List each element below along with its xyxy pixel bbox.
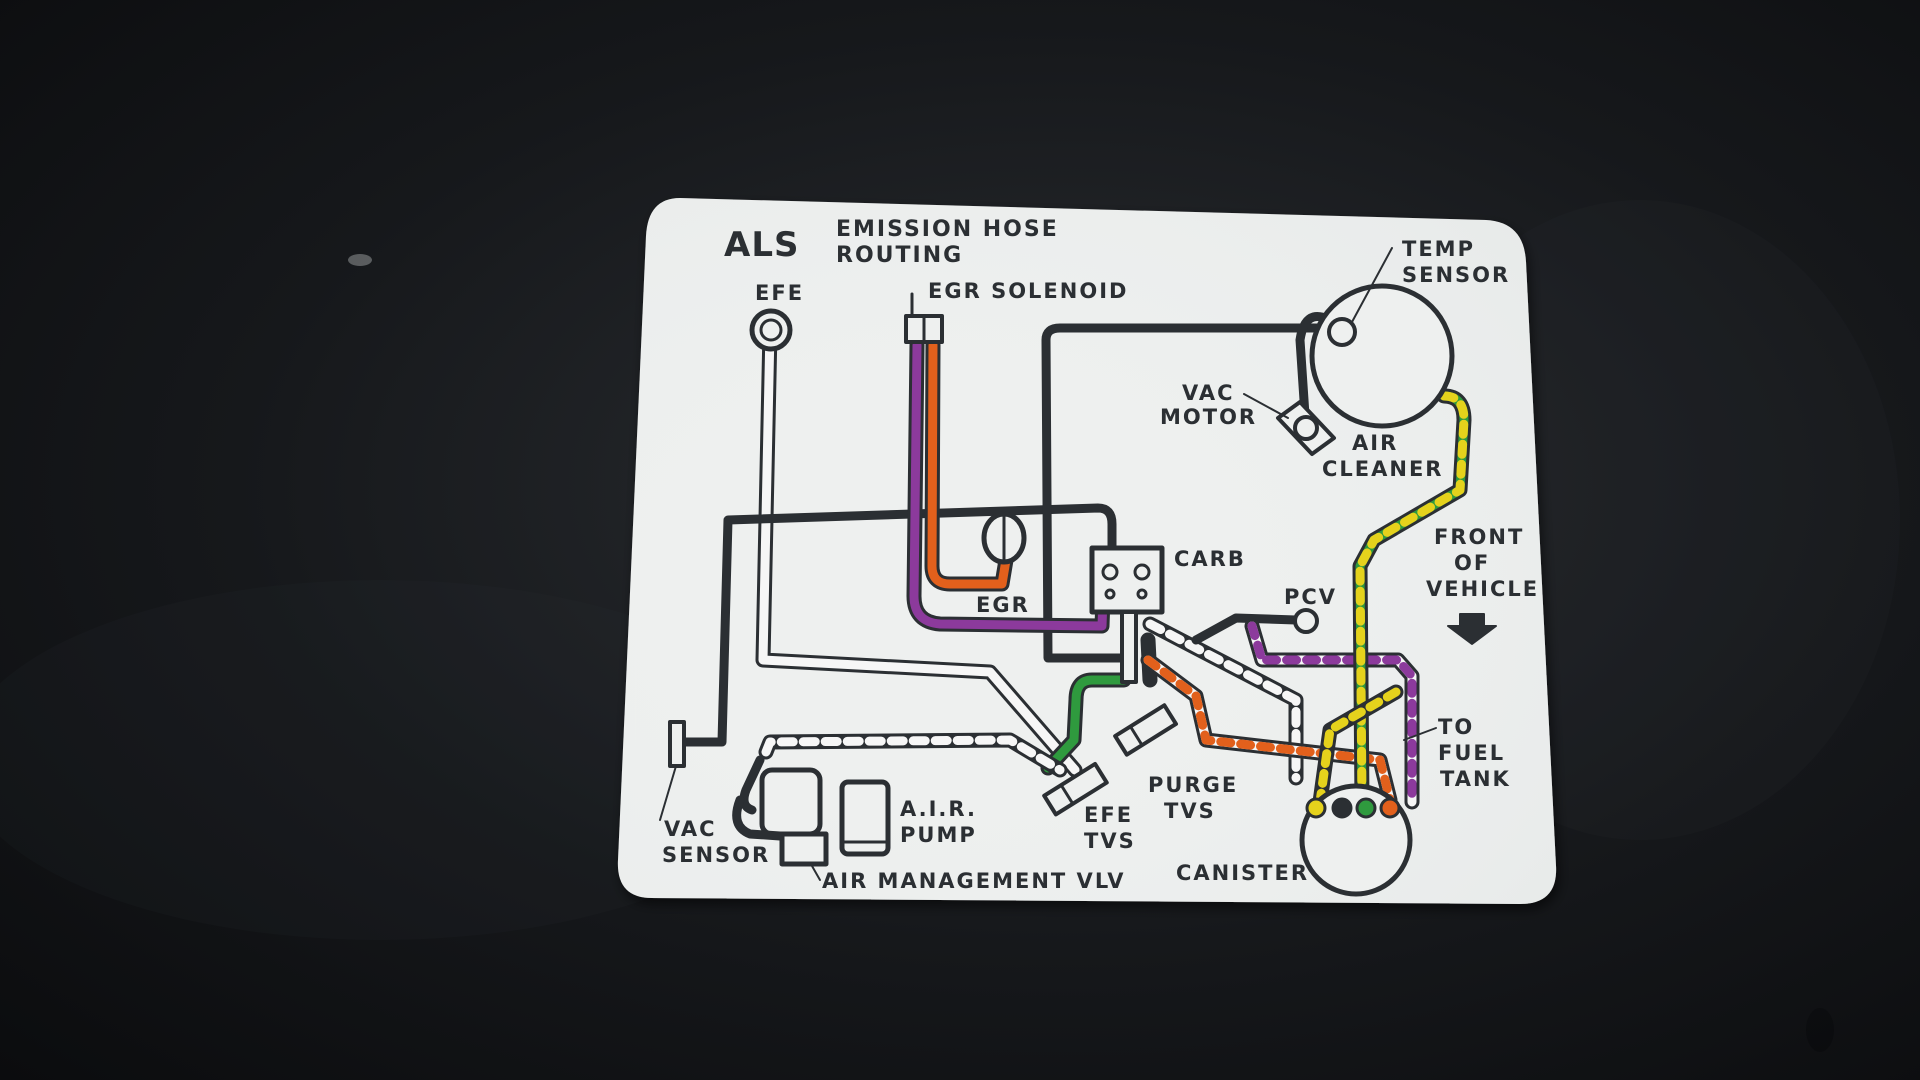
canister-label: CANISTER (1176, 861, 1309, 885)
efe-label: EFE (755, 281, 804, 305)
front-label-2: OF (1454, 551, 1490, 575)
to-fuel-tank-label-3: TANK (1440, 767, 1511, 791)
efe-tvs-label-1: EFE (1084, 803, 1133, 827)
front-label-1: FRONT (1434, 525, 1524, 549)
egr-label: EGR (976, 593, 1030, 617)
title-line-2: ROUTING (836, 243, 963, 268)
canister-port-green (1355, 797, 1377, 819)
title-line-1: EMISSION HOSE (836, 217, 1059, 242)
egr-orange-hose (924, 337, 1014, 592)
temp-sensor-icon (1327, 317, 1357, 347)
carb-label: CARB (1174, 547, 1246, 571)
yellow-green-hose (1352, 388, 1472, 810)
efe-hose (755, 322, 1083, 778)
temp-sensor-label-2: SENSOR (1402, 263, 1510, 287)
egr-solenoid-label: EGR SOLENOID (928, 279, 1128, 303)
front-arrow-icon (1447, 613, 1497, 645)
vac-sensor-hose (675, 503, 1117, 747)
front-label-3: VEHICLE (1426, 577, 1539, 601)
yellow-hose (1312, 684, 1404, 810)
hose-diagram (659, 247, 1497, 897)
vac-sensor-label-2: SENSOR (662, 843, 770, 867)
pcv-label: PCV (1284, 585, 1337, 609)
efe-tvs-icon (1042, 761, 1109, 817)
label-code: ALS (724, 225, 799, 265)
air-management-valve-icon (759, 767, 823, 837)
purge-hose (1140, 652, 1398, 808)
efe-tvs-label-2: TVS (1084, 829, 1136, 853)
air-cleaner-icon (1309, 283, 1455, 429)
vac-sensor-label-1: VAC (664, 817, 717, 841)
carb-temp-hose (1041, 323, 1327, 663)
canister-port-yellow (1305, 797, 1327, 819)
air-management-vlv-label: AIR MANAGEMENT VLV (822, 869, 1126, 893)
air-pump-label-1: A.I.R. (900, 797, 977, 821)
temp-sensor-label-1: TEMP (1402, 237, 1475, 261)
label-text: ALS EMISSION HOSE ROUTING EFE EGR SOLENO… (662, 217, 1539, 893)
pcv-hose (1191, 613, 1301, 645)
to-fuel-tank-label-1: TO (1438, 715, 1474, 739)
purge-tvs-label-2: TVS (1164, 799, 1216, 823)
canister-port-orange (1379, 797, 1401, 819)
egr-purple-hose (906, 337, 1112, 634)
canister-port-black (1331, 797, 1353, 819)
vac-motor-label-1: VAC (1182, 381, 1235, 405)
vac-sensor-icon (668, 720, 686, 768)
air-pump-icon (839, 779, 891, 857)
green-hose (1040, 672, 1132, 776)
pcv-valve-icon (1293, 608, 1319, 634)
carburetor-icon (1089, 545, 1165, 615)
purge-tvs-icon (1113, 703, 1178, 757)
vac-motor-label-2: MOTOR (1160, 405, 1257, 429)
to-fuel-tank-label-2: FUEL (1438, 741, 1505, 765)
air-pump-label-2: PUMP (900, 823, 977, 847)
purge-tvs-label-1: PURGE (1148, 773, 1238, 797)
purple-striped-hose (1244, 618, 1420, 810)
air-cleaner-label-2: CLEANER (1322, 457, 1443, 481)
air-cleaner-label-1: AIR (1352, 431, 1398, 455)
